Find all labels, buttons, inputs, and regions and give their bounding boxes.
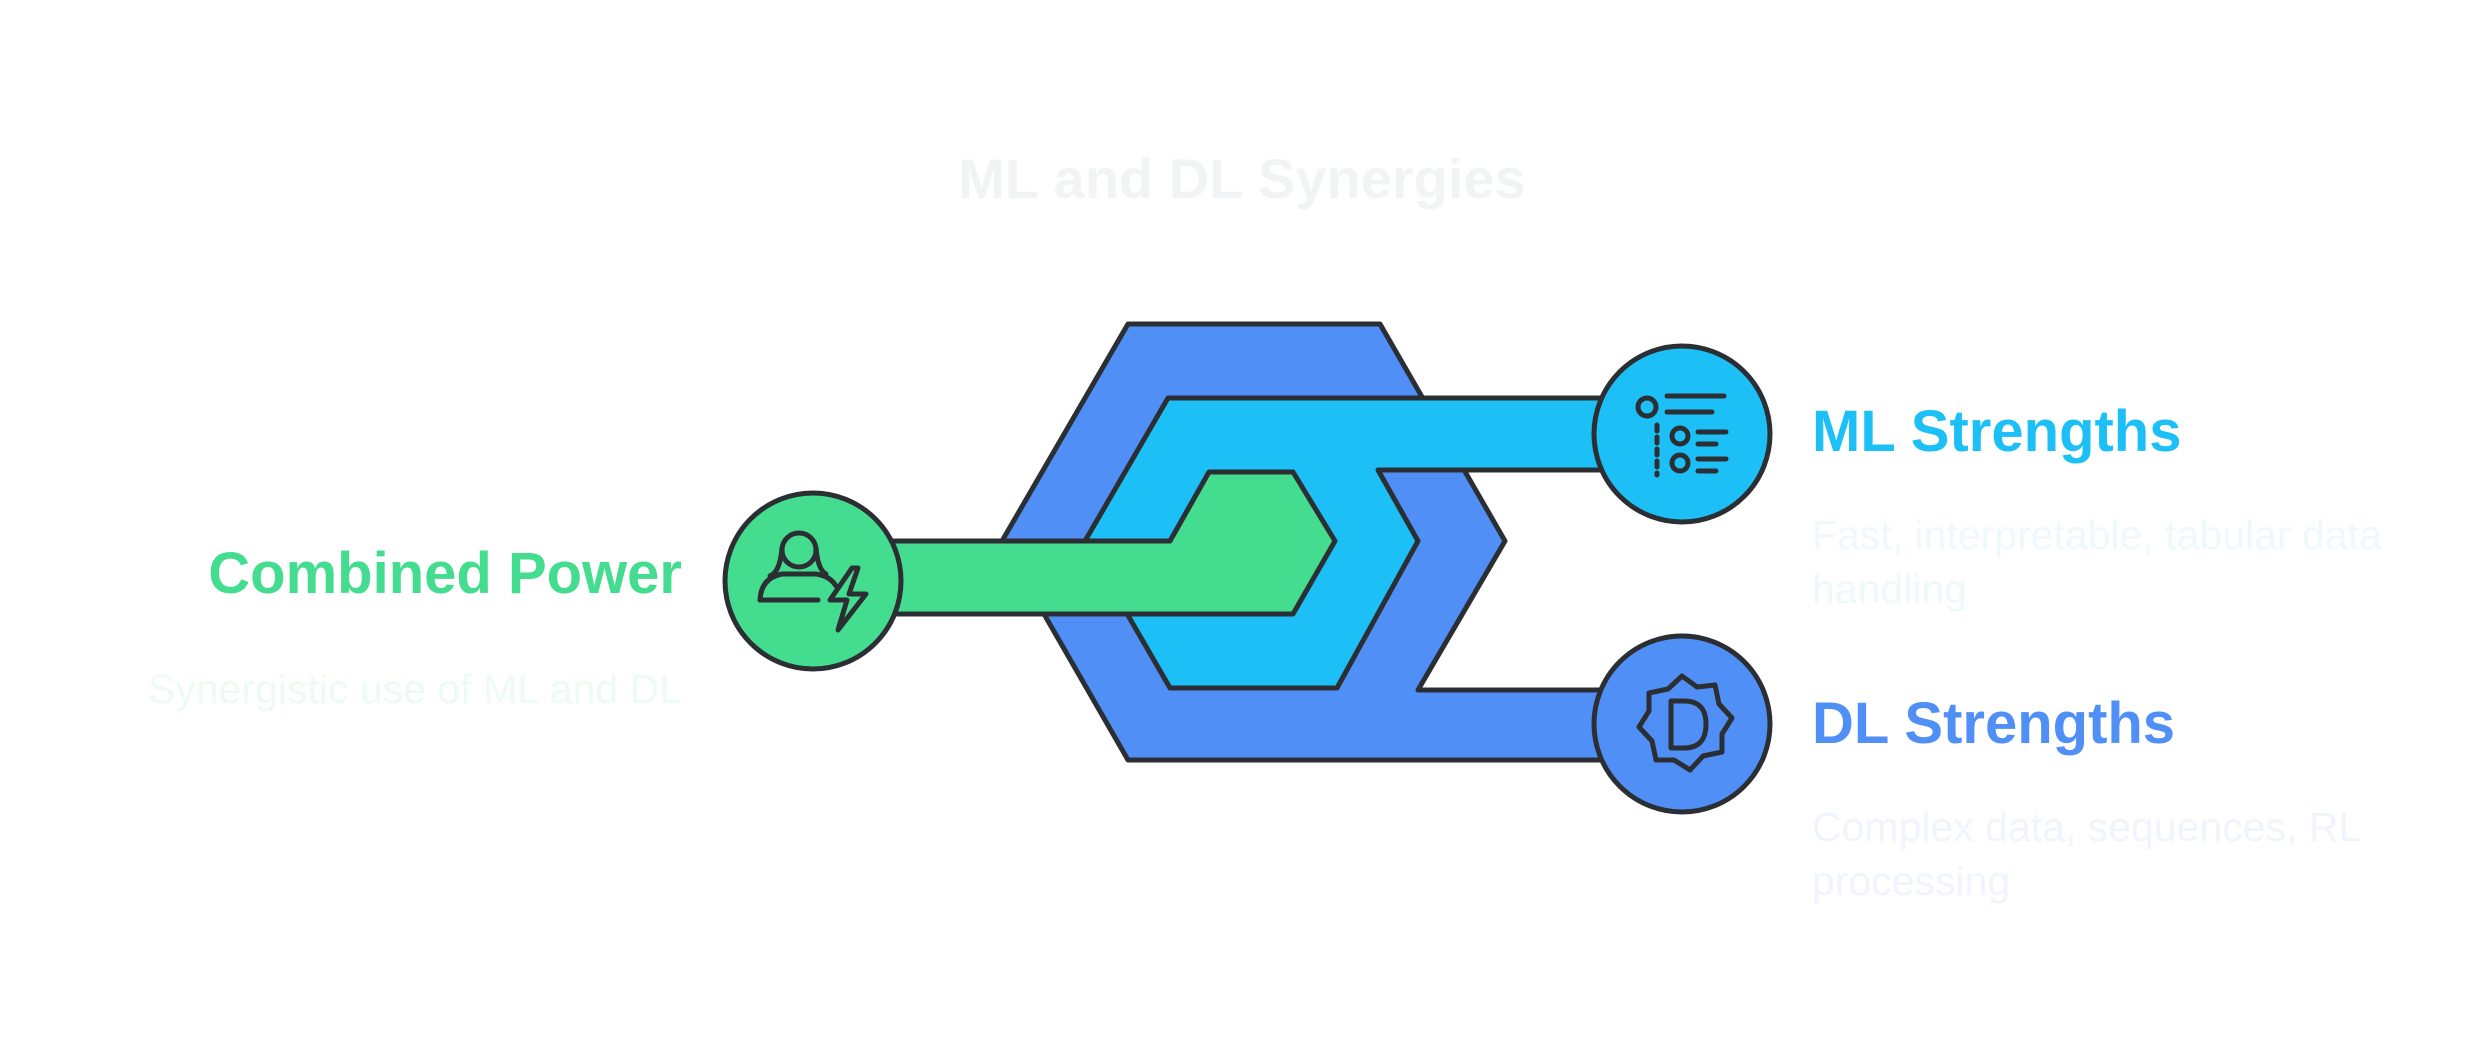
dl-strengths-heading: DL Strengths bbox=[1812, 691, 2176, 756]
combined-hexagon-path bbox=[887, 469, 1338, 617]
ml-strengths-heading: ML Strengths bbox=[1812, 399, 2182, 464]
dl-node-circle bbox=[1591, 633, 1773, 815]
ml-node-circle bbox=[1591, 343, 1773, 525]
combined-power-description: Synergistic use of ML and DL bbox=[147, 666, 682, 712]
combined-power-heading: Combined Power bbox=[208, 541, 682, 606]
combined-node-circle bbox=[722, 490, 904, 672]
diagram-title: ML and DL Synergies bbox=[958, 147, 1526, 210]
dl-strengths-description: Complex data, sequences, RL processing bbox=[1812, 804, 2360, 904]
list-icon bbox=[1635, 393, 1729, 478]
person-lightning-icon bbox=[757, 530, 869, 633]
gear-d-badge-icon bbox=[1636, 673, 1735, 773]
ml-strengths-description: Fast, interpretable, tabular data handli… bbox=[1812, 512, 2382, 612]
